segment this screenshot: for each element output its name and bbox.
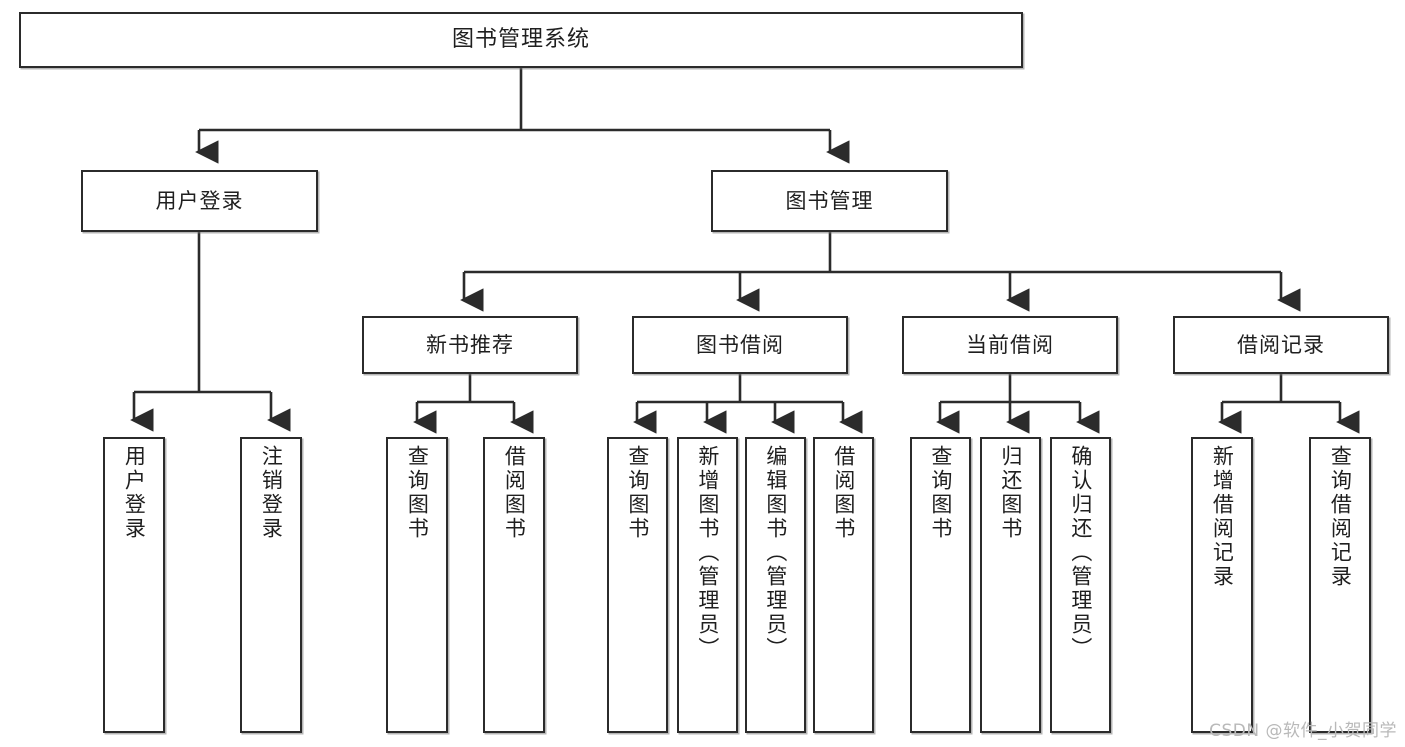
leaf-current-query-book[interactable]: 查询图书 — [910, 437, 971, 733]
leaf-recommend-query-book[interactable]: 查询图书 — [386, 437, 448, 733]
node-label: 新书推荐 — [426, 332, 514, 357]
node-label: 注销登录 — [259, 445, 284, 541]
node-label: 借阅图书 — [831, 445, 856, 541]
node-user-login[interactable]: 用户登录 — [81, 170, 318, 232]
node-label: 查询借阅记录 — [1328, 445, 1353, 589]
leaf-recommend-borrow-book[interactable]: 借阅图书 — [483, 437, 545, 733]
node-label: 归还图书 — [998, 445, 1023, 541]
leaf-borrow-borrow-book[interactable]: 借阅图书 — [813, 437, 874, 733]
leaf-record-add-borrow-record[interactable]: 新增借阅记录 — [1191, 437, 1253, 733]
node-label: 查询图书 — [625, 445, 650, 541]
leaf-borrow-query-book[interactable]: 查询图书 — [607, 437, 668, 733]
node-label: 确认归还（管理员） — [1068, 445, 1093, 661]
leaf-borrow-edit-book-admin[interactable]: 编辑图书（管理员） — [745, 437, 806, 733]
node-book-borrow[interactable]: 图书借阅 — [632, 316, 848, 374]
node-current-borrow[interactable]: 当前借阅 — [902, 316, 1118, 374]
node-label: 查询图书 — [928, 445, 953, 541]
node-book-management[interactable]: 图书管理 — [711, 170, 948, 232]
leaf-borrow-add-book-admin[interactable]: 新增图书（管理员） — [677, 437, 738, 733]
node-label: 借阅记录 — [1237, 332, 1325, 357]
node-borrow-record[interactable]: 借阅记录 — [1173, 316, 1389, 374]
node-label: 图书管理系统 — [451, 27, 590, 53]
leaf-logout-login[interactable]: 注销登录 — [240, 437, 302, 733]
csdn-watermark: CSDN @软件_小贺同学 — [1209, 721, 1397, 741]
node-root-system[interactable]: 图书管理系统 — [19, 12, 1023, 68]
leaf-current-confirm-return-admin[interactable]: 确认归还（管理员） — [1050, 437, 1111, 733]
node-label: 查询图书 — [405, 445, 430, 541]
node-label: 编辑图书（管理员） — [763, 445, 788, 661]
node-label: 新增图书（管理员） — [695, 445, 720, 661]
node-label: 用户登录 — [122, 445, 147, 541]
node-label: 图书管理 — [785, 188, 874, 213]
leaf-user-login[interactable]: 用户登录 — [103, 437, 165, 733]
leaf-current-return-book[interactable]: 归还图书 — [980, 437, 1041, 733]
node-label: 当前借阅 — [966, 332, 1054, 357]
node-label: 新增借阅记录 — [1210, 445, 1235, 589]
node-label: 借阅图书 — [502, 445, 527, 541]
node-label: 图书借阅 — [696, 332, 784, 357]
node-label: 用户登录 — [155, 188, 244, 213]
node-new-book-recommend[interactable]: 新书推荐 — [362, 316, 578, 374]
leaf-record-query-borrow-record[interactable]: 查询借阅记录 — [1309, 437, 1371, 733]
